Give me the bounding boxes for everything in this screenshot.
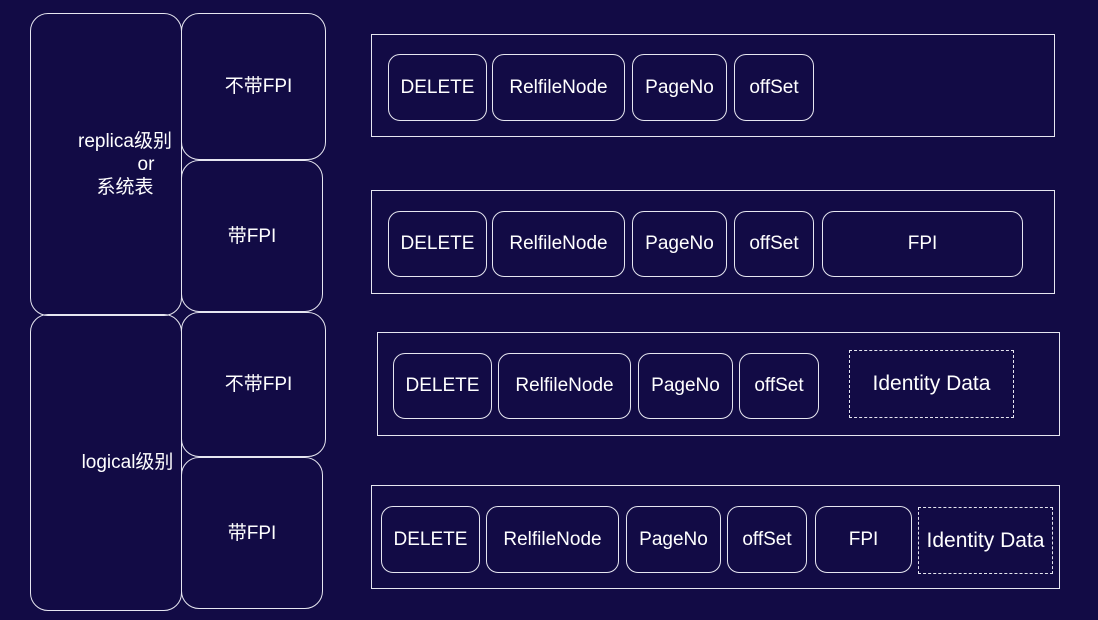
row1-field-relfilenode: RelfileNode [492,54,625,121]
row3-field-pageno: PageNo [638,353,733,419]
row2-field-offset: offSet [734,211,814,277]
row4-field-delete: DELETE [381,506,480,573]
row3-field-relfilenode: RelfileNode [498,353,631,419]
sublabel-row2: 带FPI [227,225,277,247]
sublabel-row3: 不带FPI [224,374,293,395]
row4-field-relfilenode: RelfileNode [486,506,619,573]
group-replica-label: replica级别 or 系统表 [78,130,172,199]
group-logical-label: logical级别 [81,452,174,473]
row2-field-pageno: PageNo [632,211,727,277]
record-row-2 [371,190,1055,294]
row4-field-fpi: FPI [815,506,912,573]
sublabel-row1: 不带FPI [224,76,293,97]
row4-field-pageno: PageNo [626,506,721,573]
sublabel-box-row2: 带FPI [181,160,323,312]
group-replica-line1: replica级别 [78,131,172,152]
row2-field-delete: DELETE [388,211,487,277]
group-replica-box: replica级别 or 系统表 [30,13,182,316]
row2-field-relfilenode: RelfileNode [492,211,625,277]
group-replica-line3: 系统表 [96,177,154,198]
group-replica-line2: or [137,154,155,175]
group-logical-box: logical级别 [30,314,182,611]
record-row-3 [377,332,1060,436]
row3-field-offset: offSet [739,353,819,419]
row1-field-offset: offSet [734,54,814,121]
record-row-4 [371,485,1060,589]
sublabel-box-row4: 带FPI [181,457,323,609]
sublabel-row4: 带FPI [227,522,277,544]
row1-field-pageno: PageNo [632,54,727,121]
row4-field-offset: offSet [727,506,807,573]
sublabel-box-row3: 不带FPI [181,312,326,457]
row3-field-identity-data: Identity Data [849,350,1014,418]
row1-field-delete: DELETE [388,54,487,121]
row4-field-identity-data: Identity Data [918,507,1053,574]
row2-field-fpi: FPI [822,211,1023,277]
sublabel-box-row1: 不带FPI [181,13,326,160]
row3-field-delete: DELETE [393,353,492,419]
record-row-1 [371,34,1055,137]
